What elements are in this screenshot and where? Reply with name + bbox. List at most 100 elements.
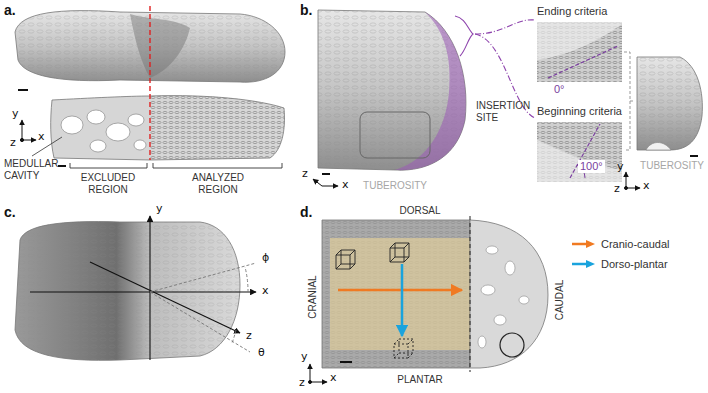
bone-section xyxy=(61,116,83,134)
bone-end-render xyxy=(318,10,466,170)
angle-guide xyxy=(232,330,236,343)
direction-arrow xyxy=(338,289,462,292)
criteria-image xyxy=(537,122,622,182)
axis-arrows xyxy=(20,138,23,141)
criteria-image xyxy=(537,122,622,182)
cut-line xyxy=(149,6,150,160)
axis-arrows xyxy=(626,172,627,188)
bone-render xyxy=(15,222,240,361)
bone-section xyxy=(478,246,529,348)
axis-arrows xyxy=(90,262,240,333)
criteria-image xyxy=(537,22,622,82)
bone-end-render xyxy=(318,10,466,170)
axis-arrows xyxy=(20,120,36,142)
legend-entry: Cranio-caudal xyxy=(572,234,669,254)
bone-section xyxy=(470,216,471,372)
axis-arrows xyxy=(313,179,322,186)
bone-section xyxy=(51,96,285,160)
direction-label: CAUDAL xyxy=(554,280,566,321)
bone-render xyxy=(15,222,240,361)
axis-label: y xyxy=(617,161,624,174)
axis-label: x xyxy=(330,372,337,385)
angle-label: 100° xyxy=(578,160,605,173)
axis-label: z xyxy=(246,330,252,343)
sample-cube xyxy=(394,339,413,358)
bone-section xyxy=(106,123,130,141)
criteria-label: Beginning criteria xyxy=(537,105,622,118)
bone-section xyxy=(478,336,486,348)
scale-bar xyxy=(340,361,352,363)
bone-section xyxy=(322,216,548,372)
axis-label: z xyxy=(299,377,305,390)
axis-arrows xyxy=(22,140,36,141)
region-label: ANALYZED REGION xyxy=(185,172,251,195)
bone-section xyxy=(494,315,506,325)
scale-bar xyxy=(18,90,66,166)
axis-label: y xyxy=(301,351,308,364)
axis-arrows xyxy=(626,188,640,189)
bone-section xyxy=(500,333,524,357)
scale-bar xyxy=(690,155,698,157)
angle-guide xyxy=(150,263,256,292)
sample-cube xyxy=(390,243,409,262)
leader-line xyxy=(32,137,62,156)
axis-arrows xyxy=(310,382,327,383)
bone-section xyxy=(322,220,470,368)
legend: Cranio-caudalDorso-plantar xyxy=(572,234,669,274)
axis-label: z xyxy=(10,137,16,150)
panel-letter: d. xyxy=(300,204,312,220)
region-bracket xyxy=(70,163,282,168)
angle-label: θ xyxy=(258,347,265,360)
legend-swatch xyxy=(572,263,588,266)
region-bracket xyxy=(153,163,282,168)
bone-section xyxy=(481,285,495,295)
panel-letter: a. xyxy=(4,2,16,18)
axis-label: y xyxy=(156,203,163,216)
legend-entry: Dorso-plantar xyxy=(572,254,669,274)
bone-end-render xyxy=(637,57,702,150)
axis-label: x xyxy=(262,285,269,298)
bone-section xyxy=(505,261,515,275)
scale-bar xyxy=(340,361,352,363)
bone-section xyxy=(150,96,284,160)
scale-bar xyxy=(58,165,66,167)
scale-bar xyxy=(18,89,28,91)
axis-arrows xyxy=(322,186,338,187)
direction-label: PLANTAR xyxy=(397,374,442,386)
axis-label: y xyxy=(12,108,19,121)
bone-section xyxy=(519,296,529,304)
criteria-image xyxy=(548,46,618,78)
panel-letter: c. xyxy=(4,204,16,220)
bone-end-render xyxy=(318,10,466,170)
axis-arrows xyxy=(149,216,150,360)
angle-guide xyxy=(150,292,250,352)
bone-section xyxy=(470,220,548,368)
axis-label: z xyxy=(614,183,620,196)
direction-label: CRANIAL xyxy=(307,275,319,318)
bone-end-render xyxy=(646,143,671,151)
bone-section xyxy=(90,140,106,152)
region-label: MEDULLAR CAVITY xyxy=(4,158,66,181)
axis-arrows xyxy=(310,364,311,382)
bone-section xyxy=(330,238,470,350)
angle-guide xyxy=(150,263,256,352)
axis-arrows xyxy=(309,381,312,384)
angle-guide xyxy=(245,267,248,292)
axis-arrows xyxy=(22,120,23,140)
region-label: EXCLUDED REGION xyxy=(75,172,141,195)
axis-arrows xyxy=(313,172,640,190)
grey-bracket xyxy=(624,52,630,150)
axis-label: x xyxy=(342,179,349,192)
region-label: TUBEROSITY xyxy=(640,160,704,172)
bone-end-render xyxy=(637,57,702,150)
axis-arrows xyxy=(30,216,256,360)
criteria-image xyxy=(537,22,622,182)
region-bracket xyxy=(70,163,147,168)
bone-section xyxy=(51,96,285,160)
legend-swatch xyxy=(586,260,595,268)
site-label: INSERTION SITE xyxy=(476,100,534,123)
legend-swatch xyxy=(572,243,588,246)
legend-swatch xyxy=(572,239,596,249)
